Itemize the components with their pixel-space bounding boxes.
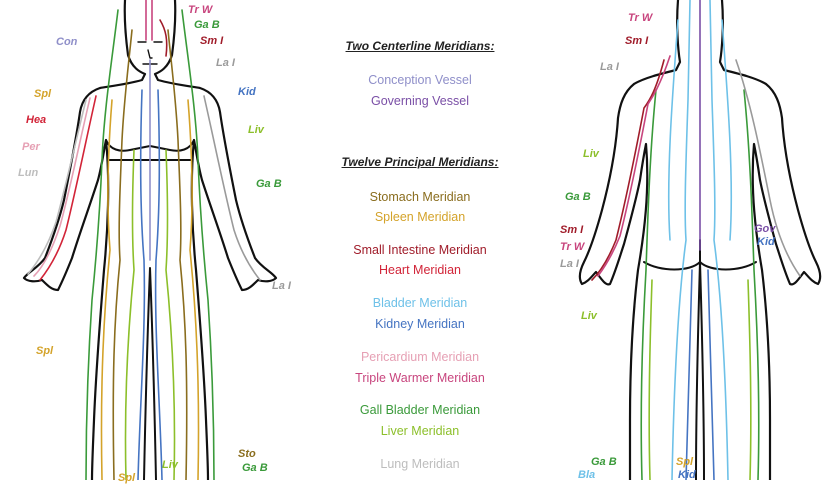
back-meridian-kidney (685, 269, 715, 481)
front-meridian-largeintestine (203, 95, 261, 281)
back-meridian-smallintestine (591, 59, 665, 281)
back-outline-path (578, 0, 682, 482)
back-label-triple-warmer: Tr W (628, 12, 653, 24)
front-label-spleen-3: Spl (118, 472, 136, 484)
front-label-large-intestine-2: La I (272, 280, 291, 292)
front-outline-path (22, 0, 147, 482)
front-meridian-triplewarmer (145, 0, 153, 41)
front-label-liver-2: Liv (162, 459, 178, 471)
back-label-liver: Liv (583, 148, 599, 160)
front-meridian-stomach (112, 29, 188, 481)
front-label-gall-bladder-2: Ga B (256, 178, 282, 190)
legend-heading-centerline: Two Centerline Meridians: (345, 39, 495, 53)
front-outline-path (143, 267, 157, 481)
meridian-legend: Two Centerline Meridians: Conception Ves… (300, 0, 540, 480)
back-label-bladder: Bla (578, 469, 596, 481)
front-label-heart: Hea (26, 114, 47, 126)
back-meridian-bladder (667, 0, 733, 481)
back-label-small-intestine-2: Sm I (560, 224, 584, 236)
legend-item-conception: Conception Vessel (368, 73, 472, 87)
front-label-spleen-2: Spl (36, 345, 54, 357)
back-meridian-liver (648, 279, 752, 481)
front-outline-path (153, 0, 278, 482)
legend-item-bladder: Bladder Meridian (372, 296, 468, 310)
front-body-figure: Tr W Ga B Sm I Con La I Kid Spl Hea Liv … (0, 0, 300, 484)
legend-item-gall-bladder: Gall Bladder Meridian (359, 403, 481, 417)
back-label-triple-warmer-2: Tr W (560, 241, 585, 253)
legend-item-stomach: Stomach Meridian (369, 190, 471, 204)
back-label-kidney: Kid (757, 236, 775, 248)
front-label-lung: Lun (18, 167, 39, 179)
back-label-gall-bladder: Ga B (565, 191, 591, 203)
back-label-governing: Gov (754, 223, 776, 235)
back-outline-path (718, 0, 822, 482)
front-label-kidney: Kid (238, 86, 256, 98)
front-meridian-spleen (100, 99, 200, 481)
legend-item-small-intestine: Small Intestine Meridian (353, 243, 487, 257)
back-label-large-intestine: La I (600, 61, 619, 73)
front-label-stomach: Sto (238, 448, 256, 460)
front-label-large-intestine: La I (216, 57, 235, 69)
back-meridian-largeintestine (735, 59, 801, 277)
back-meridian-triplewarmer (597, 55, 671, 277)
back-label-gall-bladder-2: Ga B (591, 456, 617, 468)
front-label-spleen: Spl (34, 88, 52, 100)
back-outline-path (643, 239, 757, 481)
front-meridian-pericardium (33, 97, 91, 277)
front-label-pericardium: Per (22, 141, 40, 153)
front-meridian-smallintestine (159, 19, 168, 57)
front-meridian-lung (27, 99, 87, 275)
back-body-figure: Tr W Sm I La I Liv Ga B Sm I Gov Tr W Ki… (560, 0, 840, 482)
legend-item-pericardium: Pericardium Meridian (360, 350, 480, 364)
back-label-liver-2: Liv (581, 310, 597, 322)
legend-item-triple-warmer: Triple Warmer Meridian (355, 371, 485, 385)
back-meridian-gallbladder (640, 89, 760, 481)
legend-item-heart: Heart Meridian (379, 263, 461, 277)
legend-item-kidney: Kidney Meridian (375, 317, 465, 331)
legend-item-governing: Governing Vessel (371, 94, 469, 108)
front-label-triple-warmer: Tr W (188, 4, 213, 16)
back-body-outline (578, 0, 822, 482)
legend-item-liver: Liver Meridian (380, 424, 460, 438)
front-meridian-kidney (137, 89, 163, 481)
front-meridian-liver (124, 149, 176, 481)
front-meridian-gallbladder (85, 9, 215, 481)
front-label-gall-bladder: Ga B (194, 19, 220, 31)
front-face-detail (137, 41, 163, 65)
front-label-conception: Con (56, 36, 78, 48)
front-label-liver: Liv (248, 124, 264, 136)
front-body-outline (22, 0, 278, 482)
legend-heading-principal: Twelve Principal Meridians: (341, 155, 499, 169)
legend-item-lung: Lung Meridian (380, 457, 460, 471)
back-label-spleen: Spl (676, 456, 694, 468)
back-label-small-intestine: Sm I (625, 35, 649, 47)
front-meridian-heart (39, 95, 97, 281)
front-label-small-intestine: Sm I (200, 35, 224, 47)
back-label-kidney-2: Kid (678, 469, 696, 481)
legend-item-spleen: Spleen Meridian (374, 210, 466, 224)
back-label-large-intestine-2: La I (560, 258, 579, 270)
front-label-gall-bladder-3: Ga B (242, 462, 268, 474)
